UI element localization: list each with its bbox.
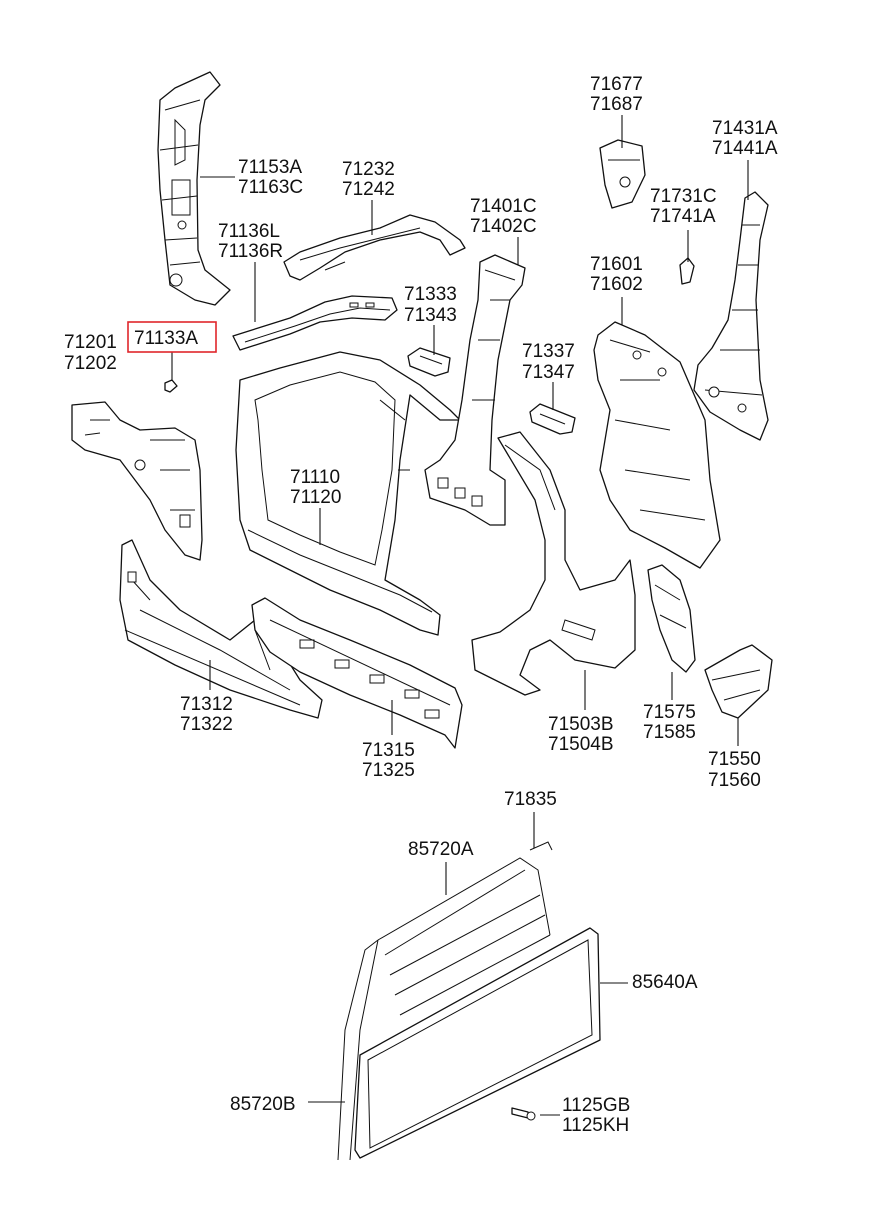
label-85640A[interactable]: 85640A xyxy=(632,972,698,993)
part-center-pillar[interactable] xyxy=(424,254,526,526)
label-71232[interactable]: 71232 xyxy=(342,159,395,180)
part-front-pillar-inner[interactable] xyxy=(157,71,231,306)
label-71333[interactable]: 71333 xyxy=(404,284,457,305)
part-roof-rack-frame[interactable] xyxy=(337,841,553,1161)
label-71687[interactable]: 71687 xyxy=(590,94,643,115)
label-71503B[interactable]: 71503B xyxy=(548,714,614,735)
part-labels: 71153A 71163C 71232 71242 71136L 71136R … xyxy=(64,74,778,1136)
label-71585[interactable]: 71585 xyxy=(643,722,696,743)
label-71550[interactable]: 71550 xyxy=(708,749,761,770)
label-71110[interactable]: 71110 xyxy=(290,467,340,488)
label-85720B[interactable]: 85720B xyxy=(230,1094,296,1115)
leader-lines xyxy=(171,115,749,1116)
label-71741A[interactable]: 71741A xyxy=(650,206,716,227)
label-71602[interactable]: 71602 xyxy=(590,274,643,295)
label-71441A[interactable]: 71441A xyxy=(712,138,778,159)
part-roof-rail[interactable] xyxy=(232,295,398,351)
label-71322[interactable]: 71322 xyxy=(180,714,233,735)
label-71202[interactable]: 71202 xyxy=(64,353,117,374)
label-71677[interactable]: 71677 xyxy=(590,74,643,95)
part-bolt[interactable] xyxy=(511,1107,536,1121)
label-71136L[interactable]: 71136L xyxy=(218,221,280,242)
part-rear-quarter-inner[interactable] xyxy=(593,321,721,569)
part-body-side-outer[interactable] xyxy=(235,351,461,636)
part-bracket-71333[interactable] xyxy=(407,347,451,377)
label-71325[interactable]: 71325 xyxy=(362,760,415,781)
label-1125KH[interactable]: 1125KH xyxy=(562,1115,629,1136)
part-rear-pillar-reinforcement[interactable] xyxy=(693,191,769,441)
highlight-box-71133A xyxy=(127,321,217,353)
label-71835[interactable]: 71835 xyxy=(504,789,557,810)
label-1125GB[interactable]: 1125GB xyxy=(562,1095,630,1116)
part-wheelhouse-panel[interactable] xyxy=(283,214,466,281)
label-71601[interactable]: 71601 xyxy=(590,254,643,275)
label-71401C[interactable]: 71401C xyxy=(470,196,537,217)
label-71312[interactable]: 71312 xyxy=(180,694,233,715)
part-wheelhouse-extension[interactable] xyxy=(647,564,696,673)
label-71347[interactable]: 71347 xyxy=(522,362,575,383)
label-71431A[interactable]: 71431A xyxy=(712,118,778,139)
part-rear-corner-bracket[interactable] xyxy=(704,644,773,719)
label-85720A[interactable]: 85720A xyxy=(408,839,474,860)
label-71315[interactable]: 71315 xyxy=(362,740,415,761)
part-rear-quarter-outer[interactable] xyxy=(471,431,636,696)
part-clip-71133A[interactable] xyxy=(164,379,178,393)
part-bracket-71337[interactable] xyxy=(529,403,576,435)
part-side-sill-reinforcement[interactable] xyxy=(251,597,463,749)
label-71133A[interactable]: 71133A xyxy=(134,328,198,349)
part-bracket-71677[interactable] xyxy=(599,139,646,209)
label-71136R[interactable]: 71136R xyxy=(218,241,283,262)
label-71575[interactable]: 71575 xyxy=(643,702,696,723)
label-71163C[interactable]: 71163C xyxy=(238,177,303,198)
label-71153A[interactable]: 71153A xyxy=(238,157,302,178)
part-clip-71731C[interactable] xyxy=(679,257,695,285)
label-71343[interactable]: 71343 xyxy=(404,305,457,326)
label-71120[interactable]: 71120 xyxy=(290,487,341,508)
label-71504B[interactable]: 71504B xyxy=(548,734,614,755)
label-71337[interactable]: 71337 xyxy=(522,341,575,362)
part-front-lower-panel[interactable] xyxy=(71,401,203,561)
part-side-panel[interactable] xyxy=(354,927,601,1159)
label-71201[interactable]: 71201 xyxy=(64,332,117,353)
label-71731C[interactable]: 71731C xyxy=(650,186,717,207)
part-side-sill-inner[interactable] xyxy=(119,539,323,719)
label-71402C[interactable]: 71402C xyxy=(470,216,537,237)
label-71242[interactable]: 71242 xyxy=(342,179,395,200)
label-71560[interactable]: 71560 xyxy=(708,770,761,791)
